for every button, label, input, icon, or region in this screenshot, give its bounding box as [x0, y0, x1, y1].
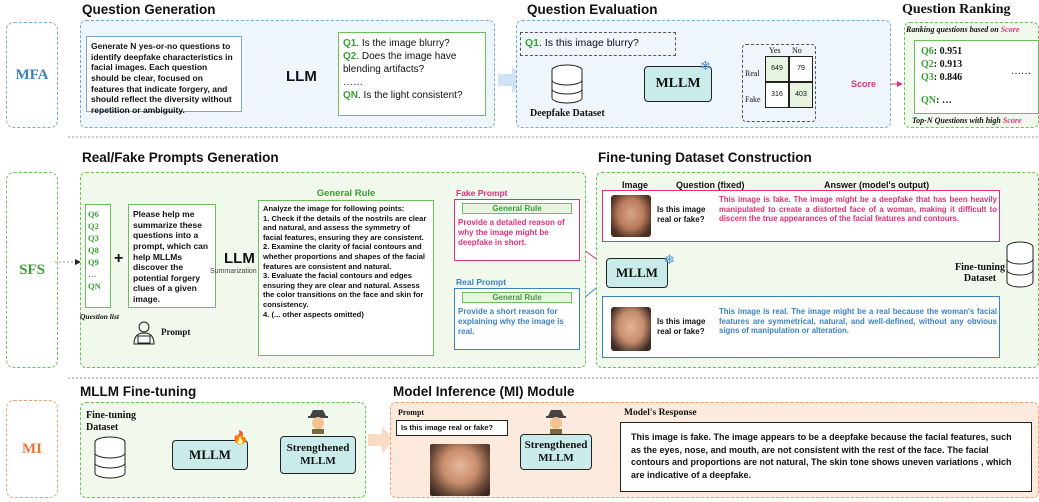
- general-rule-item: 3. Evaluate the facial contours and edge…: [263, 271, 424, 309]
- ranking-list: Q6: 0.951 Q2: 0.913 Q3: 0.846 QN: … ……: [914, 40, 1039, 114]
- model-response-label: Model's Response: [624, 408, 697, 418]
- general-rule-intro: Analyze the image for following points:: [263, 204, 405, 213]
- matrix-row-real: Real: [745, 69, 760, 78]
- strengthened-mllm-box-inference: Strengthened MLLM: [520, 434, 592, 470]
- database-icon: [1006, 241, 1034, 288]
- real-sample-row: Is this image real or fake? This image i…: [602, 296, 1000, 358]
- inference-prompt-label: Prompt: [398, 408, 425, 417]
- fake-prompt-text: Provide a detailed reason of why the ima…: [458, 218, 565, 247]
- col-question-header: Question (fixed): [676, 180, 745, 190]
- fine-tuning-dataset-label: Fine-tuning Dataset: [954, 262, 1005, 284]
- fake-sample-question: Is this image real or fake?: [657, 205, 706, 224]
- col-image-header: Image: [622, 180, 649, 190]
- real-prompt-label: Real Prompt: [456, 277, 507, 287]
- question-list-item: Q6: [88, 209, 99, 219]
- general-rule-box: Analyze the image for following points: …: [258, 200, 434, 356]
- matrix-cell-fn: 79: [789, 56, 813, 82]
- real-sample-answer: This image is real. The image might be a…: [719, 307, 997, 336]
- generated-questions-box: Q1. Is the image blurry? Q2. Does the im…: [338, 32, 486, 116]
- matrix-cell-tp: 649: [765, 56, 789, 82]
- question-generation-title: Question Generation: [82, 2, 216, 17]
- database-icon: [94, 436, 126, 479]
- llm-label: LLM: [286, 68, 317, 85]
- question-item: Q2. Does the image have blending artifac…: [343, 51, 457, 75]
- ranking-item: QN: …: [921, 95, 952, 106]
- matrix-col-yes: Yes: [769, 46, 781, 55]
- question-item: ……: [343, 77, 363, 88]
- score-label: Score: [851, 79, 877, 89]
- mllm-box-eval: MLLM: [644, 66, 712, 102]
- fine-tuning-dataset-title: Fine-tuning Dataset Construction: [598, 150, 812, 165]
- mllm-box-sfs: MLLM: [606, 258, 668, 288]
- question-list-item: Q2: [88, 221, 99, 231]
- snowflake-icon: ❄: [700, 58, 711, 73]
- question-ranking-title: Question Ranking: [902, 2, 1011, 17]
- matrix-row-fake: Fake: [745, 95, 761, 104]
- ranking-footer: Top-N Questions with high Score: [912, 116, 1022, 125]
- question-evaluation-title: Question Evaluation: [527, 2, 658, 17]
- deepfake-dataset-label: Deepfake Dataset: [530, 108, 605, 119]
- prompt-label: Prompt: [161, 327, 191, 337]
- model-inference-title: Model Inference (MI) Module: [393, 384, 575, 399]
- plus-sign: +: [114, 250, 124, 267]
- detective-icon: [308, 410, 328, 434]
- mfa-side-label: MFA: [6, 22, 58, 128]
- general-rule-item: 4. (... other aspects omitted): [263, 309, 364, 319]
- general-rule-item: 1. Check if the details of the nostrils …: [263, 213, 427, 242]
- mllm-box-ft: MLLM: [172, 440, 248, 470]
- summarize-prompt-box: Please help me summarize these questions…: [128, 204, 216, 308]
- question-list-item: …: [88, 269, 97, 279]
- ranking-item: Q2: 0.913: [921, 59, 963, 70]
- matrix-cell-tn: 403: [789, 82, 813, 108]
- fake-sample-answer: This image is fake. The image might be a…: [719, 195, 997, 224]
- ranking-item: Q3: 0.846: [921, 72, 963, 83]
- question-item: QN. Is the light consistent?: [343, 90, 463, 101]
- general-rule-item: 2. Examine the clarity of facial contour…: [263, 242, 426, 271]
- fake-sample-row: Is this image real or fake? This image i…: [602, 190, 1000, 242]
- general-rule-title: General Rule: [316, 188, 376, 199]
- question-list-item: Q8: [88, 245, 99, 255]
- real-general-rule-chip: General Rule: [462, 292, 572, 303]
- real-prompt-box: General Rule Provide a short reason for …: [454, 288, 580, 350]
- matrix-cell-fp: 316: [765, 82, 789, 108]
- inference-face-image: [430, 444, 490, 496]
- model-response-text: This image is fake. The image appears to…: [620, 422, 1032, 492]
- question-list-box: Q6 Q2 Q3 Q8 Q9 … QN: [85, 204, 111, 308]
- question-generation-prompt: Generate N yes-or-no questions to identi…: [86, 36, 242, 115]
- mllm-fine-tuning-title: MLLM Fine-tuning: [80, 384, 197, 399]
- fake-face-image: [611, 195, 651, 237]
- fake-general-rule-chip: General Rule: [462, 203, 572, 214]
- confusion-matrix: Yes No Real Fake 649 79 316 403: [742, 44, 816, 122]
- real-prompt-text: Provide a short reason for explaining wh…: [458, 307, 564, 336]
- summarization-label: Summarization: [210, 268, 257, 275]
- user-coding-icon: [133, 321, 155, 345]
- mi-side-label: MI: [6, 400, 58, 498]
- sfs-side-label: SFS: [6, 172, 58, 368]
- ft-dataset-label: Fine-tuning Dataset: [86, 410, 137, 433]
- fake-prompt-box: General Rule Provide a detailed reason o…: [454, 199, 580, 261]
- question-list-item: Q9: [88, 257, 99, 267]
- snowflake-icon: ❄: [664, 252, 675, 267]
- matrix-col-no: No: [792, 46, 802, 55]
- question-list-label: Question list: [80, 312, 119, 321]
- real-face-image: [611, 307, 651, 351]
- detective-icon: [546, 410, 566, 434]
- ranking-dots: ……: [1011, 66, 1031, 77]
- real-sample-question: Is this image real or fake?: [657, 317, 706, 336]
- llm-label-sfs: LLM: [224, 250, 255, 267]
- fake-prompt-label: Fake Prompt: [456, 188, 508, 198]
- col-answer-header: Answer (model's output): [824, 180, 930, 190]
- fire-icon: 🔥: [232, 430, 249, 445]
- inference-prompt-text: Is this image real or fake?: [396, 420, 508, 436]
- strengthened-mllm-box: Strengthened MLLM: [280, 436, 356, 474]
- database-icon: [551, 64, 583, 104]
- ranking-item: Q6: 0.951: [921, 46, 963, 57]
- real-fake-prompts-title: Real/Fake Prompts Generation: [82, 150, 279, 165]
- evaluated-question: Q1. Is this image blurry?: [520, 32, 676, 56]
- question-item: Q1. Is the image blurry?: [343, 38, 450, 49]
- question-list-item: Q3: [88, 233, 99, 243]
- question-list-item: QN: [88, 281, 101, 291]
- ranking-header: Ranking questions based on Score: [906, 25, 1020, 34]
